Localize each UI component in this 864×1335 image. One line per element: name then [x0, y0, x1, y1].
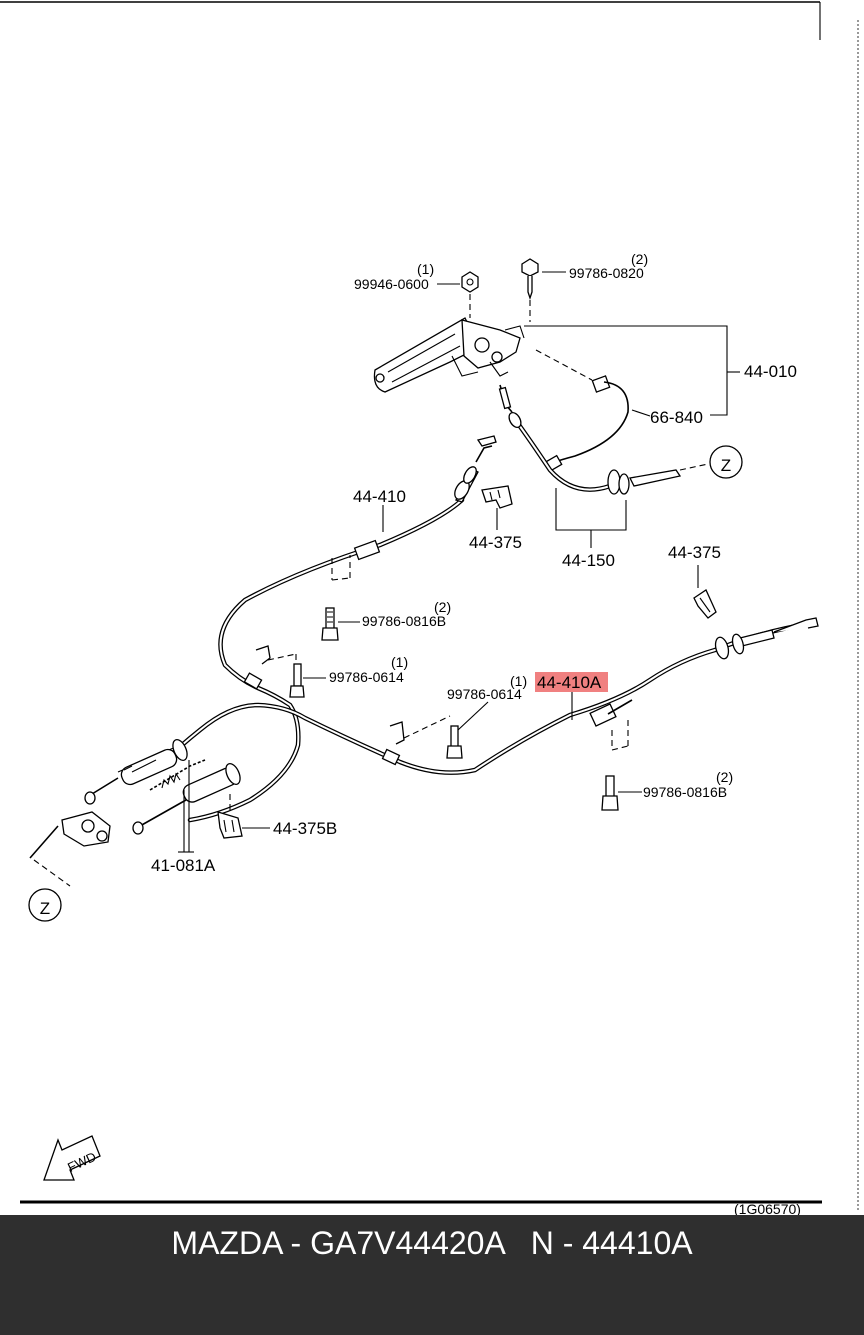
- diagram-code: (1G06570): [734, 1201, 801, 1215]
- label-lever-assembly: 44-010: [744, 362, 797, 381]
- z-mark-upper: Z: [721, 456, 731, 475]
- label-rear-cable-left: 44-410A: [537, 673, 602, 692]
- z-mark-lower: Z: [40, 899, 50, 918]
- z-reference-lower: Z: [28, 888, 62, 922]
- code-bolt-lever: 99786-0820: [569, 265, 644, 281]
- label-clip-left: 44-375B: [273, 819, 337, 838]
- bolt-mid-left: [255, 645, 326, 698]
- label-clip-right: 44-375: [668, 543, 721, 562]
- code-bolt-upper: 99786-0816B: [362, 613, 446, 629]
- diagram-canvas: Z Z FWD 44-010 66-840 44-150 44-410 44-4…: [0, 1, 859, 1215]
- qty-bolt-upper: (2): [434, 599, 451, 615]
- code-bolt-mid-center: 99786-0614: [447, 686, 522, 702]
- parking-brake-lever: [373, 317, 525, 393]
- parts-diagram: Z Z FWD 44-010 66-840 44-150 44-410 44-4…: [0, 1, 859, 1215]
- bolt-mid-center: [389, 701, 489, 759]
- label-rear-cable-right: 44-410: [353, 487, 406, 506]
- bolt-upper-cable: [321, 555, 360, 641]
- lever-bolt: [521, 258, 539, 322]
- qty-bolt-lower-right: (2): [716, 769, 733, 785]
- code-bolt-lower-right: 99786-0816B: [643, 784, 727, 800]
- label-front-cable: 44-150: [562, 551, 615, 570]
- bolt-lower-right: [601, 718, 642, 811]
- qty-nut-lever: (1): [417, 261, 434, 277]
- code-nut-lever: 99946-0600: [354, 276, 429, 292]
- fwd-arrow: FWD: [43, 1135, 101, 1181]
- equalizer-assembly: [84, 739, 241, 853]
- clip-left: [217, 790, 270, 839]
- front-cable: [498, 384, 709, 495]
- z-reference-upper: Z: [709, 445, 743, 479]
- code-bolt-mid-left: 99786-0614: [329, 669, 404, 685]
- leader-lines: [382, 271, 740, 720]
- rear-cable-left: [152, 617, 819, 775]
- equalizer-bracket: [29, 811, 111, 887]
- clip-upper: [481, 485, 513, 530]
- qty-bolt-lever: (2): [631, 251, 648, 267]
- qty-bolt-mid-left: (1): [391, 654, 408, 670]
- clip-right: [693, 565, 717, 619]
- lever-switch: [535, 349, 629, 472]
- caption-bar: MAZDA - GA7V44420A N - 44410A: [0, 1215, 864, 1335]
- highlight-box: [535, 672, 608, 692]
- lever-nut: [461, 271, 479, 318]
- label-equalizer: 41-081A: [151, 856, 216, 875]
- label-clip-upper: 44-375: [469, 533, 522, 552]
- qty-bolt-mid-center: (1): [510, 673, 527, 689]
- rear-cable-right: [187, 435, 497, 823]
- label-lever-sub: 66-840: [650, 408, 703, 427]
- part-caption: MAZDA - GA7V44420A N - 44410A: [171, 1225, 693, 1261]
